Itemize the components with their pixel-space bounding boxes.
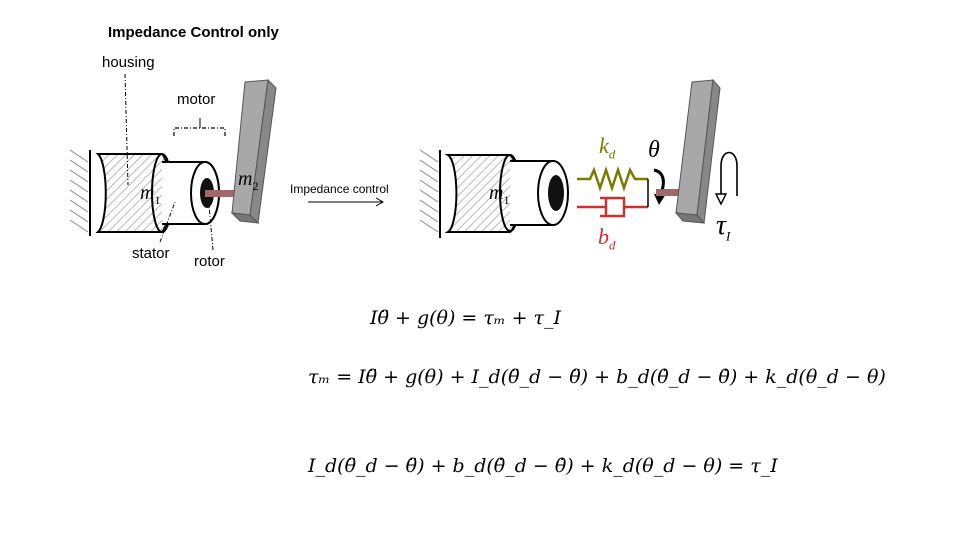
motor-bracket [173, 127, 226, 136]
impedance-control-label: Impedance control [290, 182, 389, 196]
left-rotor-shaft [205, 190, 243, 197]
diagram-title: Impedance Control only [108, 24, 279, 41]
housing-label: housing [102, 54, 155, 71]
right-link-bar [674, 78, 721, 225]
equation-impedance: I_d(θ̈_d − θ̈) + b_d(θ̇_d − θ̇) + k_d(θ_… [308, 455, 778, 477]
spring-constant-label: kd [599, 133, 616, 162]
equation-control-torque: τₘ = Iθ̈ + g(θ) + I_d(θ̈_d − θ̈) + b_d(θ… [308, 366, 886, 388]
left-mass1-label: m1 [140, 182, 161, 207]
right-mass1-label: m1 [489, 182, 510, 207]
right-rotor-shaft [656, 189, 680, 196]
torque-label: τI [716, 210, 731, 244]
right-stator [510, 160, 569, 226]
right-wall [419, 149, 441, 238]
damper [577, 196, 648, 218]
theta-label: θ [648, 137, 660, 163]
impedance-arrow [308, 197, 385, 207]
stator-leader [159, 201, 176, 243]
rotor-leader [208, 204, 214, 251]
housing-leader [124, 73, 129, 186]
damping-constant-label: bd [598, 224, 616, 253]
theta-arrow-icon [653, 168, 666, 205]
rotor-label: rotor [194, 253, 225, 270]
left-link-bar [230, 78, 277, 225]
left-wall [69, 149, 91, 236]
stator-label: stator [132, 245, 170, 262]
left-housing [95, 153, 173, 233]
left-mass2-label: m2 [238, 168, 259, 193]
torque-arrow-icon [714, 151, 738, 206]
spring [577, 166, 648, 192]
equation-dynamics: Iθ̈ + g(θ) = τₘ + τ_I [370, 307, 562, 329]
motor-label: motor [177, 91, 216, 108]
